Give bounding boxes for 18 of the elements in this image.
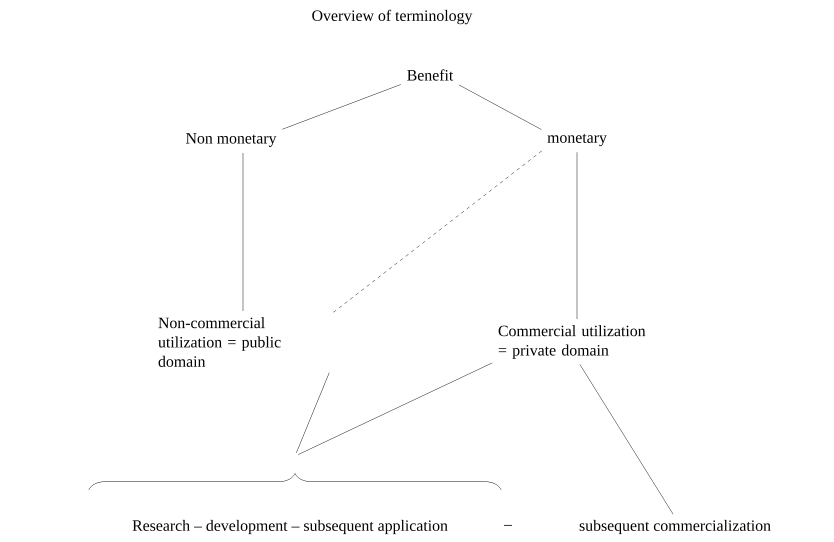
dash-label: –: [504, 524, 512, 526]
term-label: Benefit: [407, 69, 454, 81]
term-label: Commercial utilization = private domain: [498, 325, 646, 359]
connector-line: [242, 152, 244, 312]
connector-line: [580, 364, 674, 514]
term-label: Non monetary: [186, 133, 276, 147]
curly-brace: [88, 473, 502, 490]
diagram-title: Overview of terminology: [312, 10, 472, 24]
connector-line: [298, 362, 492, 455]
term-label: Non-commercial utilization = public domain: [158, 317, 281, 367]
term-label: subsequent commercialization: [580, 520, 771, 534]
connector-line: [296, 372, 330, 454]
connector-line: [576, 152, 578, 320]
connector-line: [282, 84, 402, 130]
term-label: monetary: [547, 134, 607, 146]
connector-line: [458, 84, 542, 130]
term-label: Research – development – subsequent application: [132, 520, 448, 534]
connector-line: [333, 150, 542, 313]
